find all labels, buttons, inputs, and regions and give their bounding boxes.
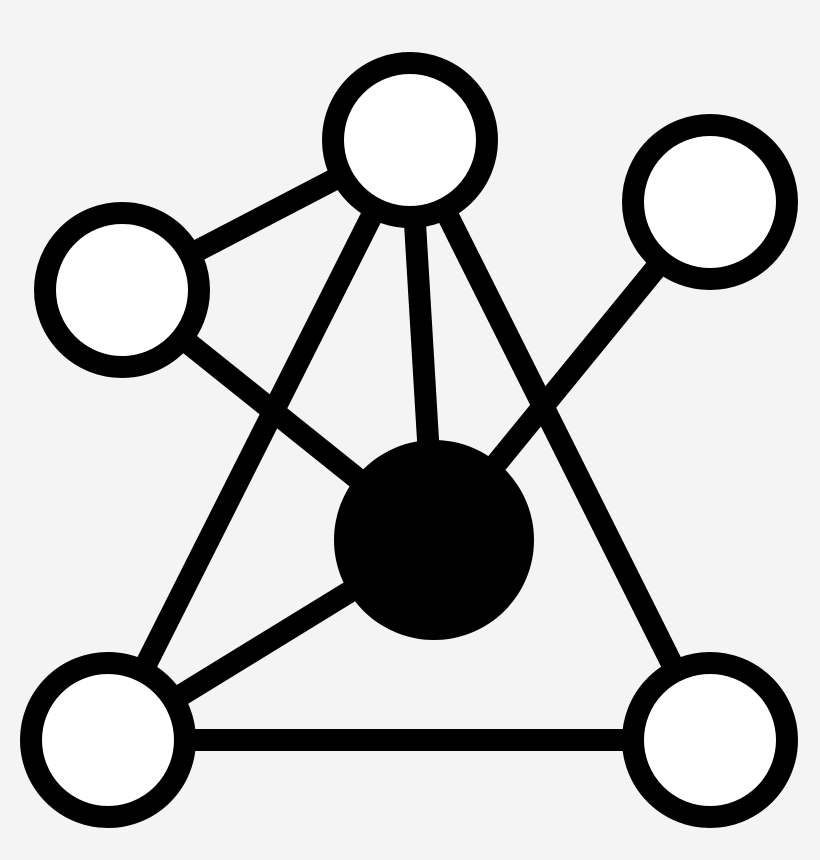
node-top: [322, 52, 498, 228]
hub-node: [334, 440, 534, 640]
edge-top-to-bottom-left: [98, 135, 420, 745]
edge-top-to-bottom-right: [400, 135, 720, 745]
nodes-layer: [20, 52, 798, 828]
node-right: [622, 114, 798, 290]
node-left: [34, 202, 210, 378]
node-bottom-right: [622, 652, 798, 828]
node-bottom-left: [20, 652, 196, 828]
edges-layer: [98, 130, 720, 751]
